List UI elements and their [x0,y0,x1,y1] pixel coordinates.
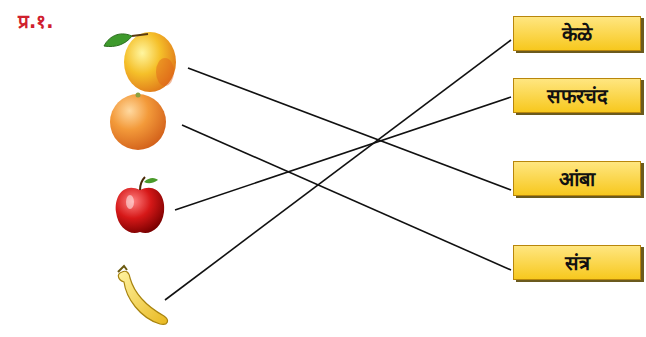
question-number: प्र.१. [18,8,53,34]
answer-box: संत्र [513,245,641,280]
fruit-name: आंबा [559,165,595,192]
answer-box: केळे [513,16,641,51]
fruit-name: सफरचंद [547,82,608,109]
banana-picture [118,266,167,324]
apple-picture [116,177,165,233]
fruit-name: केळे [562,20,592,47]
mango-picture [104,32,176,92]
orange-picture [110,93,166,151]
fruit-name: संत्र [565,249,590,276]
answer-box: आंबा [513,161,641,196]
answer-box: सफरचंद [513,78,641,113]
matching-lines [165,40,511,300]
